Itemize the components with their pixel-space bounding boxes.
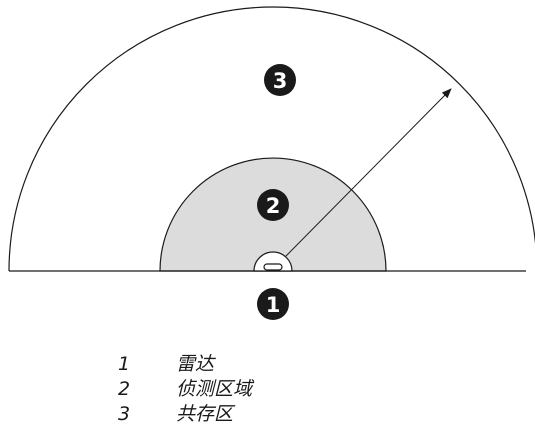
- legend-item-coexistence-zone: 3 共存区: [118, 402, 252, 427]
- coexistence-zone-arc: [8, 6, 535, 272]
- legend-number: 2: [118, 378, 131, 400]
- legend-number: 3: [118, 403, 131, 425]
- legend-label: 侦测区域: [176, 378, 253, 400]
- svg-text:2: 2: [266, 194, 281, 218]
- legend-number: 1: [118, 353, 131, 375]
- radar-device-icon: [253, 251, 293, 272]
- callout-radar: 1: [257, 288, 289, 320]
- legend: 1 雷达 2 侦测区域 3 共存区: [118, 352, 252, 427]
- legend-item-detection-zone: 2 侦测区域: [118, 377, 252, 402]
- callout-coexistence-zone: 3: [264, 64, 296, 96]
- svg-text:3: 3: [273, 69, 288, 93]
- legend-label: 共存区: [176, 403, 234, 425]
- callout-detection-zone: 2: [257, 189, 289, 221]
- legend-item-radar: 1 雷达: [118, 352, 252, 377]
- legend-label: 雷达: [176, 353, 215, 375]
- range-arrow: [285, 88, 452, 257]
- svg-text:1: 1: [266, 293, 281, 317]
